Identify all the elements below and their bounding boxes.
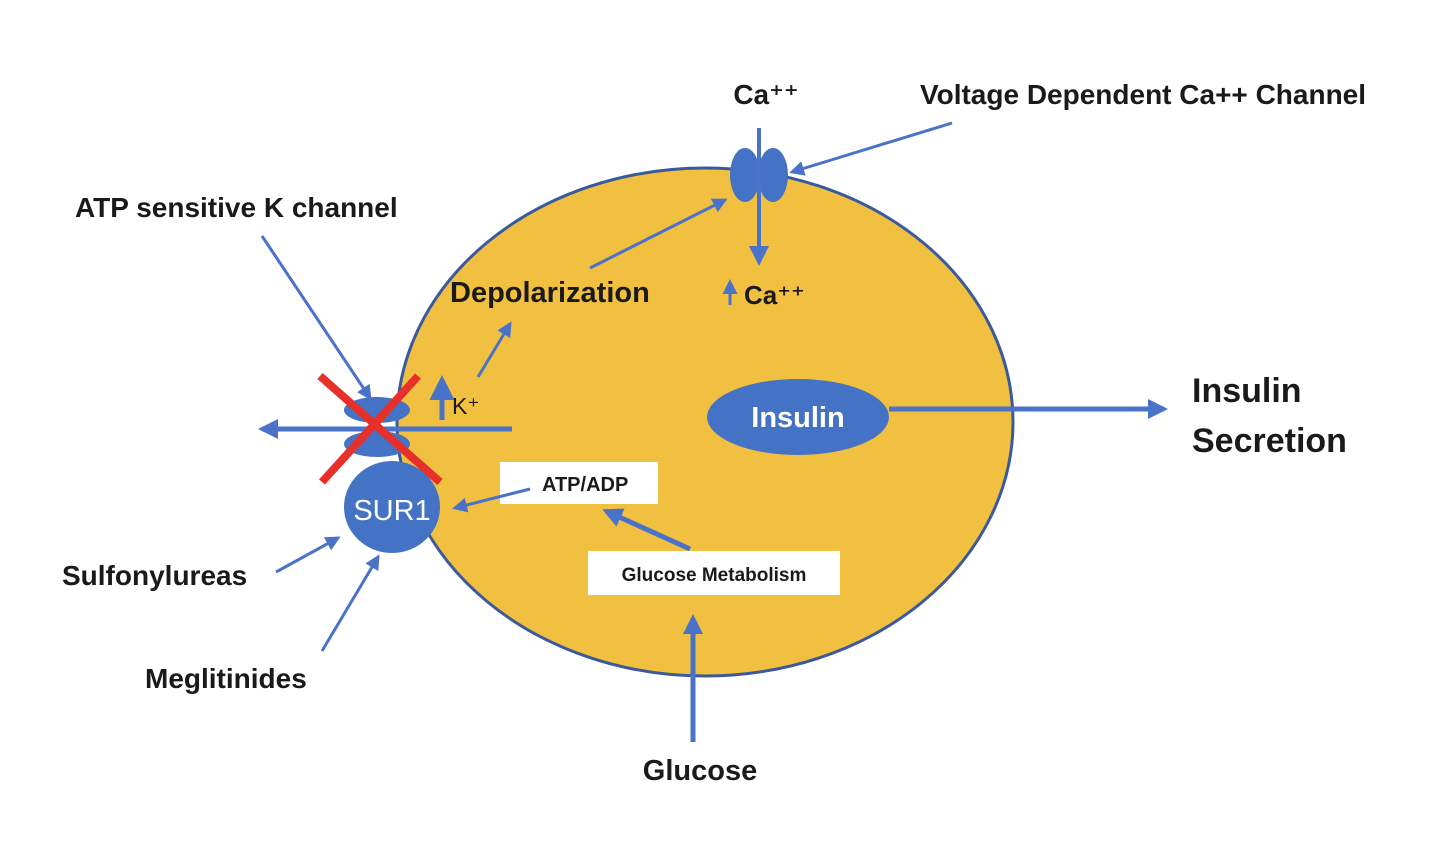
k-plus-label: K⁺ [452, 393, 479, 419]
insulin-granule [707, 379, 889, 455]
sur1-receptor [344, 461, 440, 553]
insulin-secretion-label-line2: Secretion [1192, 422, 1347, 460]
ca-outside-label: Ca⁺⁺ [733, 79, 798, 110]
sulfonylureas-label: Sulfonylureas [62, 560, 247, 591]
atp-k-channel-label: ATP sensitive K channel [75, 192, 398, 223]
ca-inside-label: Ca⁺⁺ [744, 280, 805, 310]
voltage-channel-pointer [789, 121, 953, 176]
katp-channel-pointer [260, 235, 372, 401]
sulfonylureas-arrow [275, 536, 341, 574]
metabolism-to-atp-arrow [602, 508, 692, 552]
glucose-metabolism-box [588, 551, 840, 595]
atp-adp-box [500, 462, 658, 504]
insulin-granule-label: Insulin [751, 402, 844, 434]
atp-to-sur1-arrow [452, 487, 531, 513]
depolarization-label: Depolarization [450, 277, 650, 309]
sur1-label: SUR1 [353, 495, 430, 527]
beta-cell [395, 166, 1015, 678]
insulin-secretion-label-line1: Insulin [1192, 372, 1302, 410]
voltage-channel-label: Voltage Dependent Ca++ Channel [920, 79, 1366, 110]
glucose-metabolism-label: Glucose Metabolism [622, 565, 807, 586]
calcium-channel [730, 148, 788, 202]
glucose-label: Glucose [643, 755, 757, 787]
meglitinides-arrow [320, 554, 380, 652]
channel-blocked-cross-icon [317, 373, 443, 485]
meglitinides-label: Meglitinides [145, 663, 307, 694]
depolarization-to-channel-arrow [589, 198, 728, 270]
k-to-depolarization-arrow [476, 321, 512, 378]
atp-adp-label: ATP/ADP [542, 474, 628, 496]
